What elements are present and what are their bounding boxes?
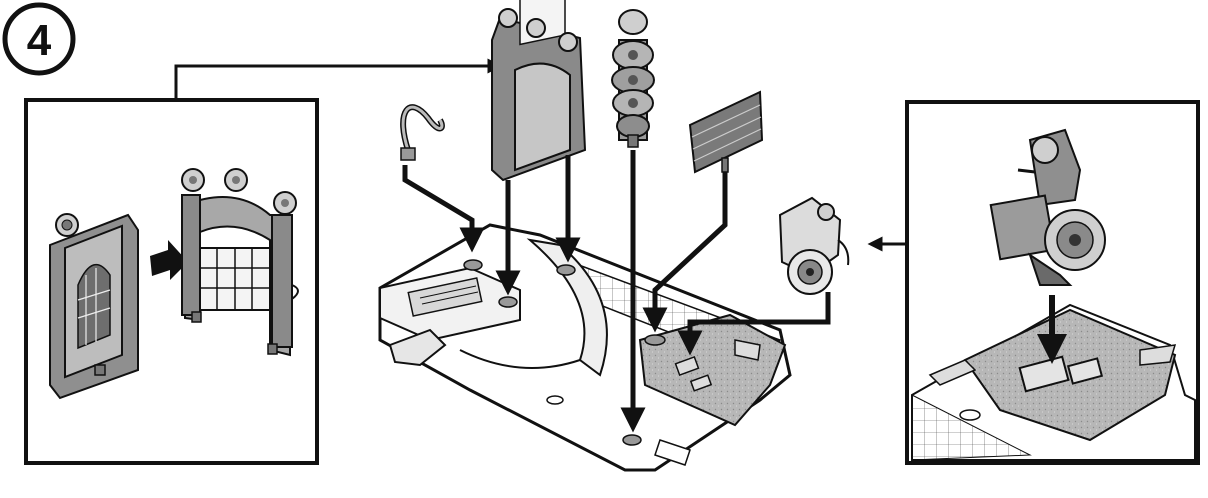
gate-frame-part	[491, 0, 587, 182]
step-number-badge: 4	[2, 2, 76, 76]
plank-sign-part	[688, 90, 764, 174]
playset-base	[378, 223, 792, 472]
step-number: 4	[27, 16, 52, 65]
left-callout-box	[24, 98, 319, 465]
door-panel-part	[49, 213, 139, 400]
hose-arrow	[402, 165, 485, 253]
wheel-figure-inset-part	[989, 128, 1106, 286]
right-callout-box	[905, 100, 1200, 465]
wheel-figure-part	[778, 196, 850, 295]
wheel-figure-arrow	[677, 292, 831, 356]
insert-door-arrow	[150, 240, 188, 280]
hose-part	[400, 104, 445, 161]
gate-frame-inset-part	[181, 168, 299, 357]
plank-sign-arrow	[642, 172, 728, 333]
callout-connector-line	[174, 58, 503, 100]
stacked-disc-column-part	[611, 9, 655, 148]
